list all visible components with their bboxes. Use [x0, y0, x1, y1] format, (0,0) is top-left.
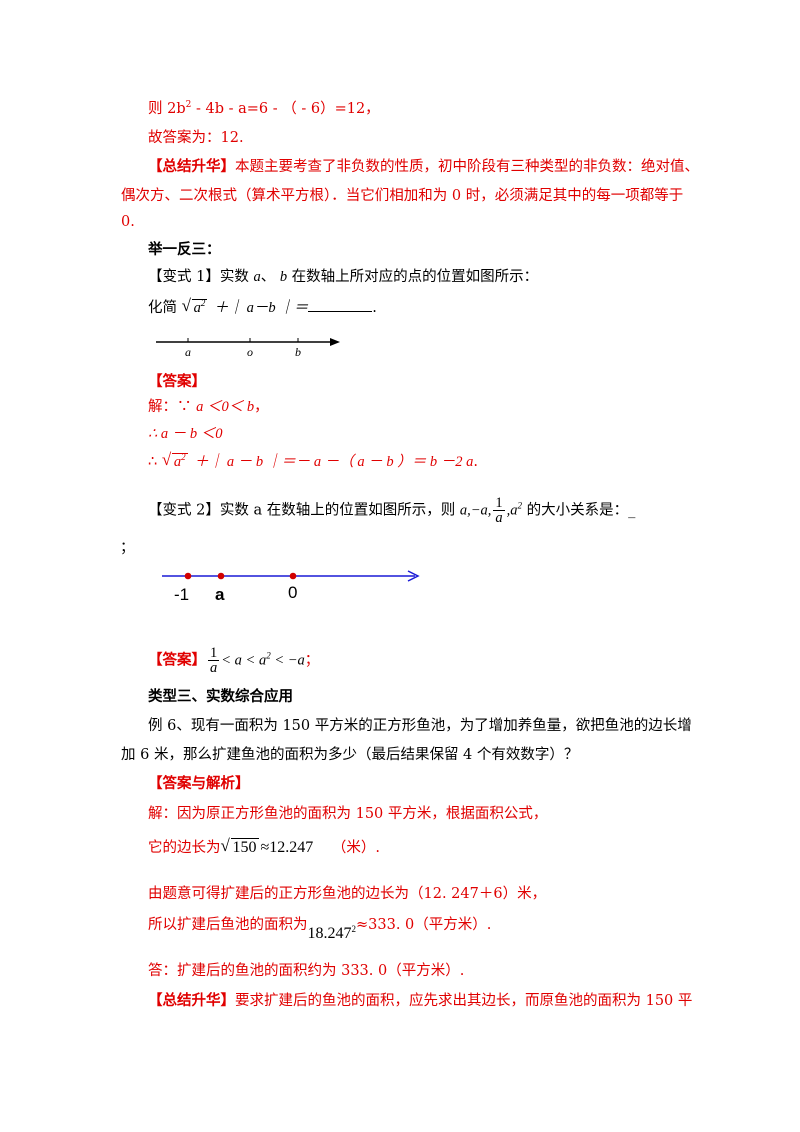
text: 在数轴上所对应的点的位置如图所示：	[291, 269, 539, 285]
text: ，	[254, 399, 269, 415]
number-line-1: a o b	[156, 338, 340, 359]
value: 18.247	[307, 925, 352, 942]
variant-tag: 【变式 2】	[148, 502, 220, 519]
inequality: a ＜0＜ b	[196, 399, 255, 415]
text: 化简	[148, 300, 177, 316]
solution-line-1: 则 2b2 - 4b - a=6 - （ - 6）=12，	[148, 99, 380, 119]
text: 解：∵	[148, 399, 192, 415]
answer3-line-4: 所以扩建后鱼池的面积为18.2472≈333. 0（平方米）.	[148, 915, 492, 942]
summary-text: 本题主要考查了非负数的性质，初中阶段有三种类型的非负数：绝对值、	[235, 159, 699, 175]
text: ≈333. 0（平方米）.	[356, 917, 492, 933]
var-a: a	[253, 269, 261, 285]
text: 所以扩建后鱼池的面积为	[148, 917, 308, 933]
numerator: 1	[493, 495, 505, 511]
expression: < a < a	[221, 652, 267, 669]
text: 的大小关系是：_	[526, 502, 636, 519]
axis-label-zero: 0	[288, 583, 297, 602]
number-line-2: -1 a 0	[162, 570, 420, 604]
variant-tag: 【变式 1】	[148, 269, 220, 285]
answer3-conclusion: 答：扩建后的鱼池的面积约为 333. 0（平方米）.	[148, 963, 465, 979]
axis-label-o: o	[247, 345, 253, 359]
section-heading: 举一反三：	[148, 241, 221, 258]
expression: ＋｜ a － b ｜＝－ a －（ a － b ）＝ b －2 a	[194, 454, 474, 470]
summary-line-1: 【总结升华】本题主要考查了非负数的性质，初中阶段有三种类型的非负数：绝对值、	[148, 157, 699, 177]
summary-line-2: 偶次方、二次根式（算术平方根）．当它们相加和为 0 时，必须满足其中的每一项都等…	[121, 188, 684, 204]
answer1-line-2: ∴ a － b ＜0	[148, 426, 223, 442]
example6-line-2: 加 6 米，那么扩建鱼池的面积为多少（最后结果保留 4 个有效数字）？	[121, 747, 579, 763]
text: 实数 a 在数轴上的位置如图所示，则	[219, 502, 456, 519]
text: 则 2b	[148, 101, 186, 117]
denominator: a	[210, 660, 218, 676]
text: .	[473, 454, 478, 470]
sqrt-expression: √a2	[161, 450, 188, 470]
answer1-tag: 【答案】	[148, 373, 206, 390]
expression: < −a	[270, 652, 305, 669]
radicand: 150	[230, 838, 259, 856]
answer1-line-1: 解：∵ a ＜0＜ b，	[148, 397, 269, 417]
text: 、	[260, 269, 276, 285]
type3-heading: 类型三、实数综合应用	[148, 688, 293, 705]
axis-label-a: a	[215, 585, 225, 604]
summary-tag: 【总结升华】	[148, 992, 235, 1009]
summary-tag: 【总结升华】	[148, 158, 235, 175]
text: ∴	[148, 454, 158, 470]
axis-label-minus-one: -1	[174, 585, 189, 604]
summary-line-3: 0.	[121, 214, 135, 230]
example6-line-1: 例 6、现有一面积为 150 平方米的正方形鱼池，为了增加养鱼量，欲把鱼池的边长…	[148, 718, 692, 734]
text: （米）.	[331, 840, 380, 856]
sqrt-150: √150	[220, 836, 259, 856]
answer1-line-3: ∴ √a2 ＋｜ a － b ｜＝－ a －（ a － b ）＝ b －2 a.	[148, 450, 478, 472]
expression: ＋｜ a－b ｜＝	[213, 300, 309, 316]
variant2-semicolon: ；	[120, 540, 135, 556]
approx-value: ≈12.247	[260, 839, 314, 856]
exponent: 2	[200, 298, 206, 308]
expression: a,−a,	[459, 502, 492, 519]
text: - 4b - a=6 - （ - 6）=12，	[191, 101, 380, 117]
exponent: 2	[351, 924, 357, 934]
numerator: 1	[208, 645, 220, 661]
axis-label-b: b	[295, 345, 301, 359]
exponent: 2	[181, 452, 186, 462]
variant1-question: 【变式 1】实数 a、 b 在数轴上所对应的点的位置如图所示：	[148, 267, 538, 287]
exponent: 2	[185, 100, 192, 110]
summary-text: 要求扩建后的鱼池的面积，应先求出其边长，而原鱼池的面积为 150 平	[235, 993, 693, 1009]
answer-tag: 【答案】	[148, 651, 206, 669]
var-b: b	[279, 269, 288, 285]
text: ；	[304, 652, 320, 669]
variant1-expression: 化简 √a2 ＋｜ a－b ｜＝.	[148, 296, 377, 318]
text: .	[372, 300, 377, 316]
answer-blank	[308, 299, 373, 312]
summary2-line: 【总结升华】要求扩建后的鱼池的面积，应先求出其边长，而原鱼池的面积为 150 平	[148, 991, 692, 1011]
axis-label-a: a	[185, 345, 191, 359]
denominator: a	[495, 510, 503, 526]
answer3-tag: 【答案与解析】	[148, 775, 250, 792]
sqrt-expression: √a2	[181, 296, 208, 316]
exponent: 2	[266, 650, 271, 661]
radicand: a	[193, 300, 201, 316]
answer3-line-2: 它的边长为√150≈12.247 （米）.	[148, 836, 380, 858]
answer-statement: 故答案为：12.	[148, 130, 244, 146]
radicand: a	[173, 454, 182, 470]
answer3-line-1: 解：因为原正方形鱼池的面积为 150 平方米，根据面积公式，	[148, 806, 548, 822]
text: 它的边长为	[148, 840, 221, 856]
exponent: 2	[517, 500, 523, 511]
expression: ,a	[506, 502, 518, 519]
answer3-line-3: 由题意可得扩建后的正方形鱼池的边长为（12. 247＋6）米，	[148, 886, 547, 902]
text: 实数	[219, 269, 249, 285]
